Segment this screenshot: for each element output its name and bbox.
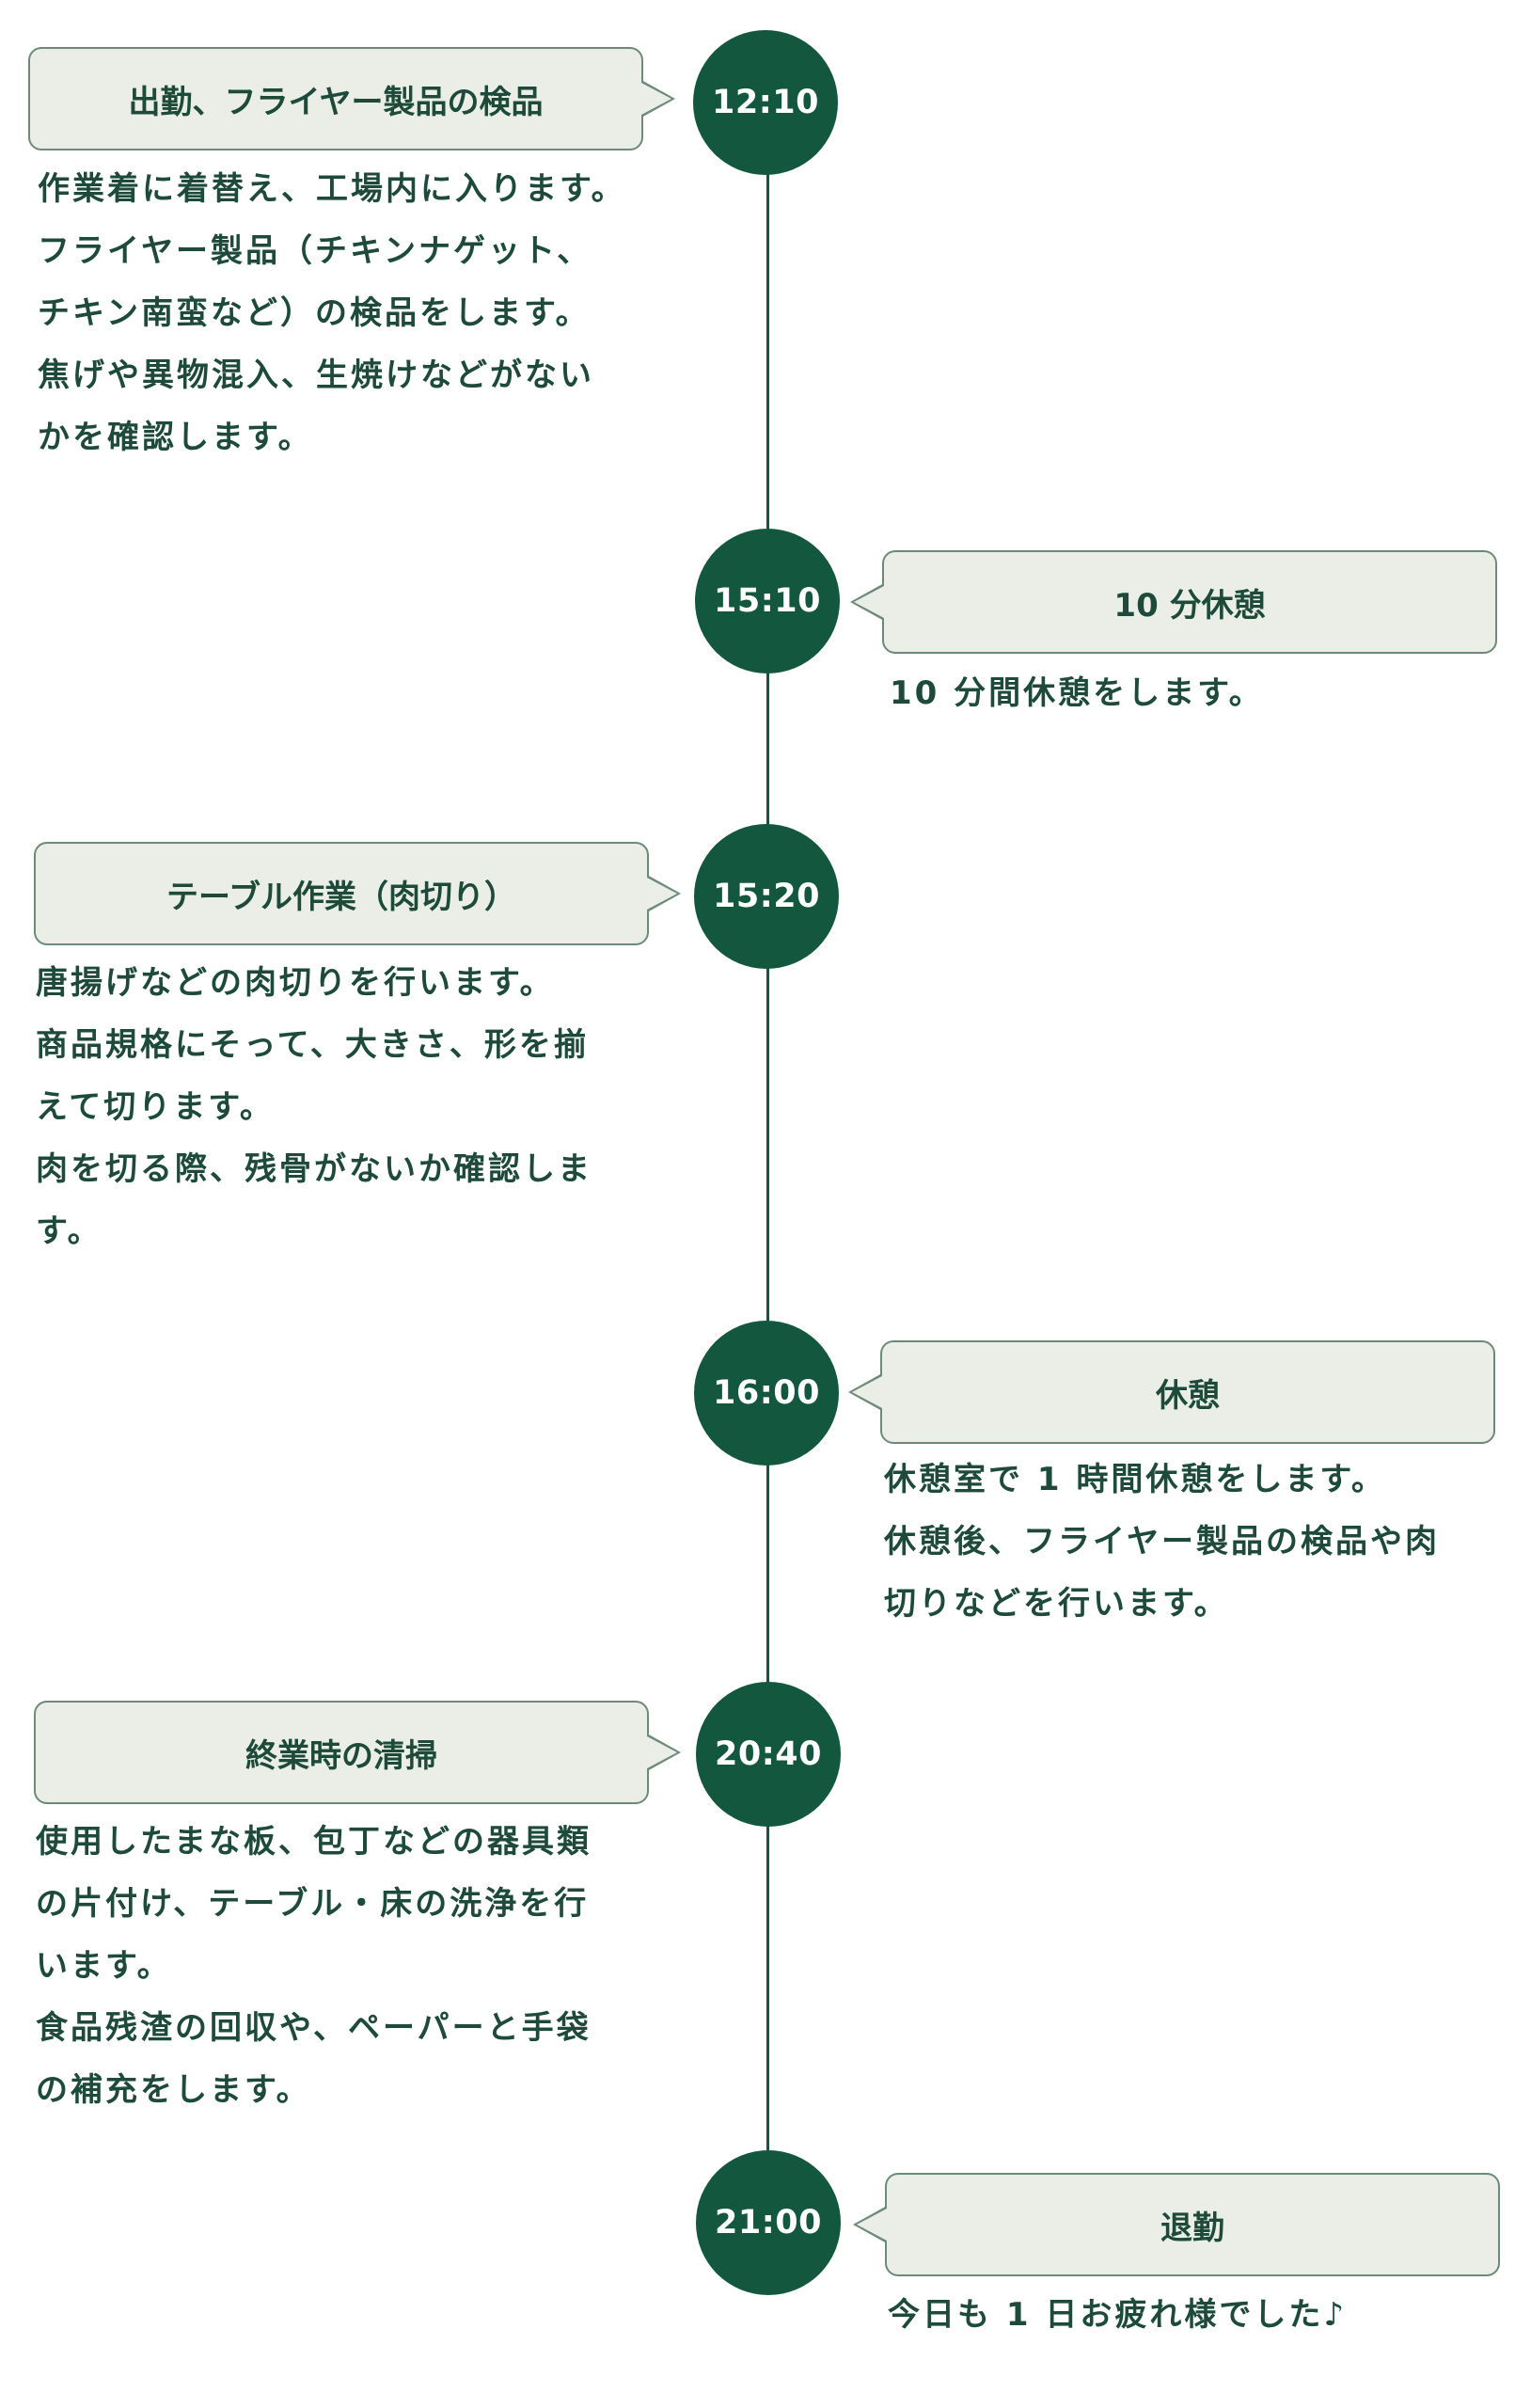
time-badge: 21:00 bbox=[696, 2150, 841, 2295]
time-badge: 15:10 bbox=[695, 529, 840, 673]
description-line: フライヤー製品（チキンナゲット、 チキン南蛮など）の検品をします。 bbox=[38, 232, 592, 332]
schedule-title-bubble: テーブル作業（肉切り） bbox=[34, 842, 681, 945]
schedule-title-bubble: 10 分休憩 bbox=[850, 550, 1497, 654]
schedule-description: 唐揚げなどの肉切りを行います。 商品規格にそって、大きさ、形を揃 えて切ります。… bbox=[36, 952, 675, 1262]
description-line: 食品残渣の回収や、ペーパーと手袋 の補充をします。 bbox=[36, 2009, 592, 2109]
time-label: 21:00 bbox=[715, 2204, 822, 2242]
time-label: 12:10 bbox=[712, 84, 819, 121]
time-label: 16:00 bbox=[713, 1374, 820, 1412]
description-line: 唐揚げなどの肉切りを行います。 bbox=[36, 964, 555, 1002]
description-line: 休憩後、フライヤー製品の検品や肉 切りなどを行います。 bbox=[884, 1523, 1440, 1623]
description-line: 10 分間休憩をします。 bbox=[890, 674, 1264, 712]
schedule-title-bubble: 休憩 bbox=[848, 1340, 1495, 1444]
time-badge: 12:10 bbox=[693, 30, 838, 175]
schedule-title-bubble: 退勤 bbox=[853, 2173, 1500, 2276]
schedule-title: 休憩 bbox=[1156, 1376, 1220, 1415]
time-label: 20:40 bbox=[715, 1735, 822, 1773]
schedule-title: 10 分休憩 bbox=[1113, 586, 1266, 625]
schedule-title-bubble: 出勤、フライヤー製品の検品 bbox=[28, 47, 675, 150]
time-badge: 20:40 bbox=[696, 1682, 841, 1827]
schedule-description: 今日も 1 日お疲れ様でした♪ bbox=[888, 2284, 1527, 2346]
description-line: 使用したまな板、包丁などの器具類 の片付け、テーブル・床の洗浄を行 います。 bbox=[36, 1823, 592, 1985]
schedule-title: テーブル作業（肉切り） bbox=[166, 878, 516, 916]
schedule-description: 休憩室で 1 時間休憩をします。 休憩後、フライヤー製品の検品や肉 切りなどを行… bbox=[884, 1449, 1523, 1635]
schedule-title: 出勤、フライヤー製品の検品 bbox=[128, 83, 544, 121]
description-line: 今日も 1 日お疲れ様でした♪ bbox=[888, 2296, 1348, 2334]
description-line: 焦げや異物混入、生焼けなどがない かを確認します。 bbox=[38, 356, 594, 456]
timeline-line bbox=[766, 103, 769, 2220]
description-line: 作業着に着替え、工場内に入ります。 bbox=[38, 170, 626, 208]
description-line: 休憩室で 1 時間休憩をします。 bbox=[884, 1461, 1386, 1498]
schedule-description: 使用したまな板、包丁などの器具類 の片付け、テーブル・床の洗浄を行 います。 食… bbox=[36, 1811, 675, 2121]
schedule-title: 退勤 bbox=[1160, 2209, 1224, 2247]
schedule-description: 作業着に着替え、工場内に入ります。 フライヤー製品（チキンナゲット、 チキン南蛮… bbox=[38, 158, 677, 468]
time-badge: 15:20 bbox=[694, 824, 839, 969]
description-line: 商品規格にそって、大きさ、形を揃 えて切ります。 bbox=[36, 1026, 589, 1126]
time-label: 15:20 bbox=[713, 878, 820, 915]
description-line: 肉を切る際、残骨がないか確認しま す。 bbox=[36, 1150, 592, 1250]
schedule-title-bubble: 終業時の清掃 bbox=[34, 1701, 681, 1804]
schedule-description: 10 分間休憩をします。 bbox=[890, 662, 1529, 724]
time-badge: 16:00 bbox=[694, 1321, 839, 1465]
schedule-title: 終業時の清掃 bbox=[245, 1736, 437, 1775]
time-label: 15:10 bbox=[714, 582, 821, 620]
